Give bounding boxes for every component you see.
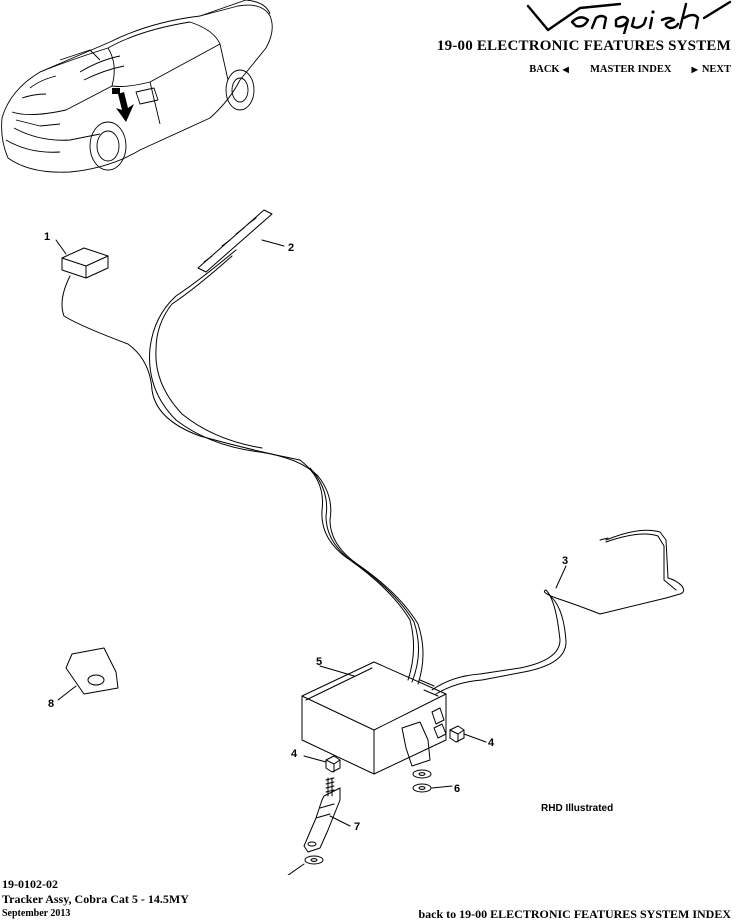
washer-part	[412, 783, 432, 793]
adhesive-pad-part	[65, 647, 119, 695]
gps-antenna-part	[61, 247, 301, 461]
section-title: 19-00 ELECTRONIC FEATURES SYSTEM	[436, 38, 731, 54]
bracket-part	[303, 777, 341, 853]
tracker-module-part	[301, 661, 447, 775]
master-index-link[interactable]: MASTER INDEX	[590, 64, 672, 75]
document-title: Tracker Assy, Cobra Cat 5 - 14.5MY	[2, 892, 189, 906]
car-location-illustration	[1, 0, 273, 173]
nut-part	[449, 725, 465, 743]
rod-antenna-part	[431, 529, 685, 695]
callout-3: 3	[562, 555, 568, 567]
navigation-bar: BACK◀ MASTER INDEX ▶NEXT	[529, 64, 731, 75]
callout-4-right: 4	[488, 737, 495, 749]
callout-4-left: 4	[291, 748, 298, 760]
next-link[interactable]: ▶NEXT	[691, 64, 731, 75]
callout-2: 2	[288, 242, 294, 254]
triangle-left-icon: ◀	[562, 65, 569, 74]
washer-part	[412, 769, 432, 779]
parts-diagram: 1 2 3 4 4 5 6 6 7 8	[44, 209, 685, 875]
rhd-illustrated-note: RHD Illustrated	[541, 803, 614, 814]
antenna-strip-part	[149, 209, 319, 477]
document-code: 19-0102-02	[2, 877, 58, 891]
washer-part	[304, 855, 324, 865]
triangle-right-icon: ▶	[691, 65, 698, 74]
callout-1: 1	[44, 231, 50, 243]
callout-8: 8	[48, 698, 54, 710]
back-to-index-link[interactable]: back to 19-00 ELECTRONIC FEATURES SYSTEM…	[418, 907, 732, 921]
back-link[interactable]: BACK◀	[529, 64, 569, 75]
nut-part	[325, 755, 341, 773]
callout-7: 7	[354, 821, 360, 833]
location-arrow-icon	[116, 92, 134, 122]
vanquish-logo	[526, 0, 732, 34]
callout-5: 5	[316, 656, 322, 668]
callout-6-right: 6	[454, 783, 460, 795]
document-date: September 2013	[2, 908, 71, 919]
